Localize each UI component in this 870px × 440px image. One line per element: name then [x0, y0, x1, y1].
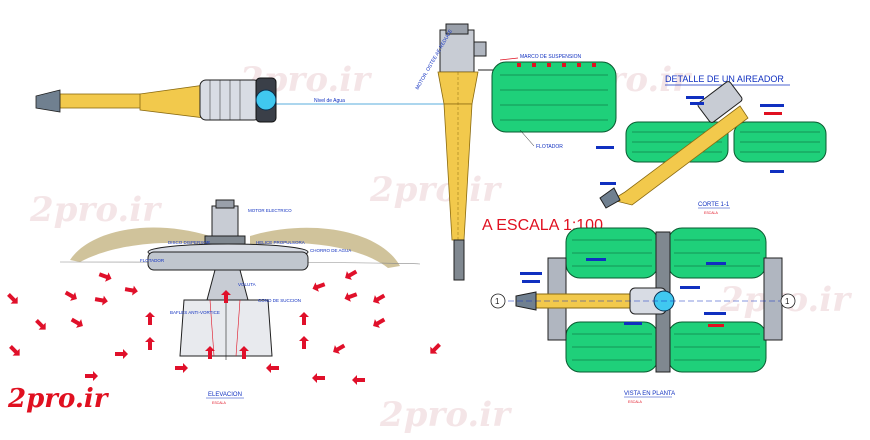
label-flotador-top: FLOTADOR [536, 144, 563, 150]
elevacion-title: ELEVACION [208, 392, 242, 398]
corte-title: CORTE 1-1 [698, 202, 730, 208]
label-bafles: BAFLES ANTI-VORTICE [170, 310, 220, 315]
watermark-6: 2pro.ir [380, 395, 511, 435]
watermark-3: 2pro.ir [370, 170, 501, 210]
label-chorro-agua: CHORRO DE AGUA [310, 248, 351, 253]
label-cono-succion: CONO DE SUCCION [258, 298, 301, 303]
horizontal-aerator [35, 77, 470, 123]
detalle-title: DETALLE DE UN AIREADOR [665, 74, 784, 84]
label-nivel-agua: Nivel de Agua [314, 98, 345, 104]
section-marker-left [490, 293, 506, 309]
detail-leader-tags [596, 96, 784, 185]
section-marker-right [780, 293, 796, 309]
label-marco-suspension: MARCO DE SUSPENSION [520, 54, 582, 60]
flow-arrows [7, 269, 441, 385]
detalle-floats [599, 81, 827, 209]
plan-leader-tags [520, 258, 726, 327]
label-motor-electrico: MOTOR ELECTRICO [248, 208, 292, 213]
section-marker-left-label: 1 [495, 297, 500, 306]
float-top [491, 61, 617, 133]
vista-title: VISTA EN PLANTA [624, 391, 675, 397]
watermark-logo: 2pro.ir [8, 384, 108, 414]
label-helice-propulsora: HELICE PROPULSORA [256, 240, 305, 245]
label-flotador-elev: FLOTADOR [140, 258, 165, 263]
section-marker-right-label: 1 [785, 297, 790, 306]
vista-sub: ESCALA [628, 400, 642, 404]
label-voluta: VOLUTA [238, 282, 256, 287]
watermark-1: 2pro.ir [30, 190, 161, 230]
plan-view [508, 227, 783, 373]
corte-sub: ESCALA [704, 211, 718, 215]
vertical-aerator [437, 23, 496, 281]
elevacion-sub: ESCALA [212, 401, 226, 405]
label-disco-dispersion: DISCO DISPERSOR [168, 240, 211, 245]
elevation-view [59, 199, 421, 360]
